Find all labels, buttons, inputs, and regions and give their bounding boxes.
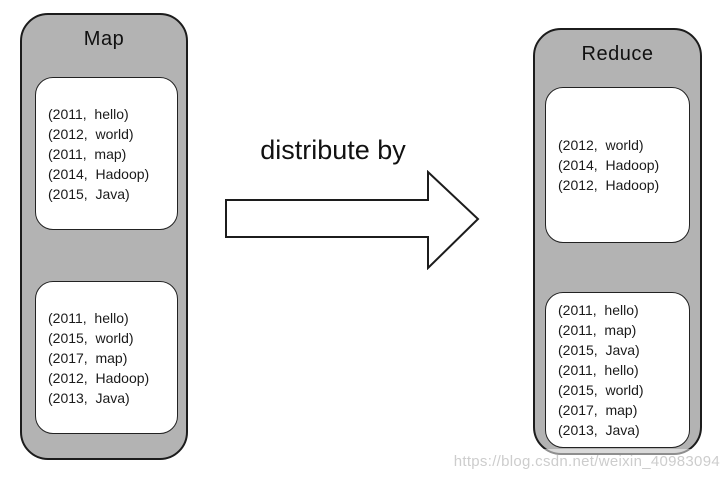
watermark-text: https://blog.csdn.net/weixin_40983094 — [453, 453, 720, 470]
kv-pair: (2014, Hadoop) — [558, 157, 660, 173]
kv-pair: (2011, map) — [48, 145, 127, 162]
kv-pair: (2017, map) — [558, 402, 638, 418]
kv-pair: (2014, Hadoop) — [48, 165, 150, 182]
watermark-band — [433, 449, 721, 462]
right-arrow-icon — [225, 170, 480, 270]
kv-pair: (2015, world) — [558, 382, 644, 398]
map-input-group-2: (2011, hello) (2015, world) (2017, map) … — [35, 281, 178, 434]
kv-pair: (2011, hello) — [48, 105, 129, 122]
reduce-output-group-2: (2011, hello) (2011, map) (2015, Java) (… — [545, 292, 690, 448]
kv-pair: (2012, Hadoop) — [558, 177, 660, 193]
kv-pair: (2015, world) — [48, 329, 134, 346]
kv-pair: (2013, Java) — [48, 389, 130, 406]
kv-pair: (2012, world) — [48, 125, 134, 142]
kv-pair: (2015, Java) — [558, 342, 640, 358]
kv-pair: (2011, hello) — [48, 309, 129, 326]
kv-pair: (2012, Hadoop) — [48, 369, 150, 386]
kv-pair: (2011, map) — [558, 322, 637, 338]
arrow-label: distribute by — [260, 135, 406, 165]
reduce-output-group-1: (2012, world) (2014, Hadoop) (2012, Hado… — [545, 87, 690, 243]
map-title: Map — [83, 28, 125, 50]
kv-pair: (2011, hello) — [558, 362, 639, 378]
map-container: Map (2011, hello) (2012, world) (2011, m… — [20, 13, 188, 460]
reduce-container: Reduce (2012, world) (2014, Hadoop) (201… — [533, 28, 702, 455]
reduce-title: Reduce — [581, 43, 654, 65]
kv-pair: (2012, world) — [558, 137, 644, 153]
kv-pair: (2015, Java) — [48, 185, 130, 202]
map-input-group-1: (2011, hello) (2012, world) (2011, map) … — [35, 77, 178, 230]
kv-pair: (2017, map) — [48, 349, 128, 366]
kv-pair: (2013, Java) — [558, 422, 640, 438]
kv-pair: (2011, hello) — [558, 302, 639, 318]
